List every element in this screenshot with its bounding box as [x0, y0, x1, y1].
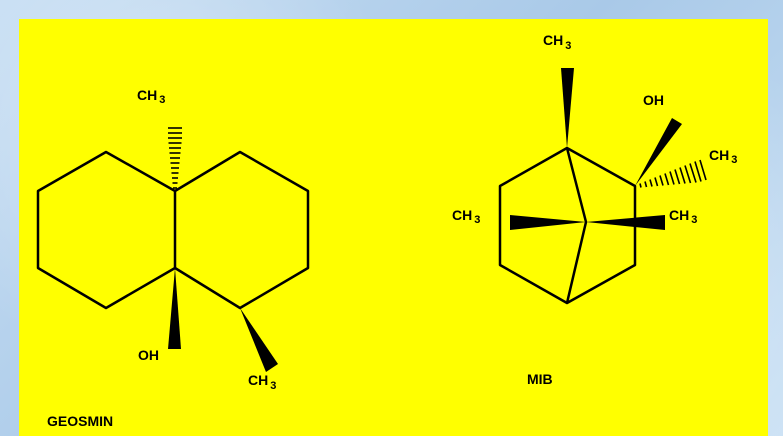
mib-oh-wedge [635, 118, 682, 186]
geosmin-name-label: GEOSMIN [47, 413, 113, 429]
geosmin-hashed-bond [168, 127, 182, 189]
mib-name-label: MIB [527, 371, 553, 387]
geosmin-right-ring [174, 150, 310, 310]
mib-right-ch3-wedge [586, 215, 665, 230]
geosmin-oh-wedge [168, 268, 181, 349]
geosmin-oh-label: OH [138, 347, 159, 363]
mib-left-ch3-wedge [510, 215, 586, 230]
mib-top-ch3-wedge [561, 68, 574, 148]
mib-oh-label: OH [643, 92, 664, 108]
mib-hashed-bond [639, 159, 707, 188]
geosmin-structure [36, 150, 310, 310]
geosmin-ch3-wedge [240, 308, 278, 372]
